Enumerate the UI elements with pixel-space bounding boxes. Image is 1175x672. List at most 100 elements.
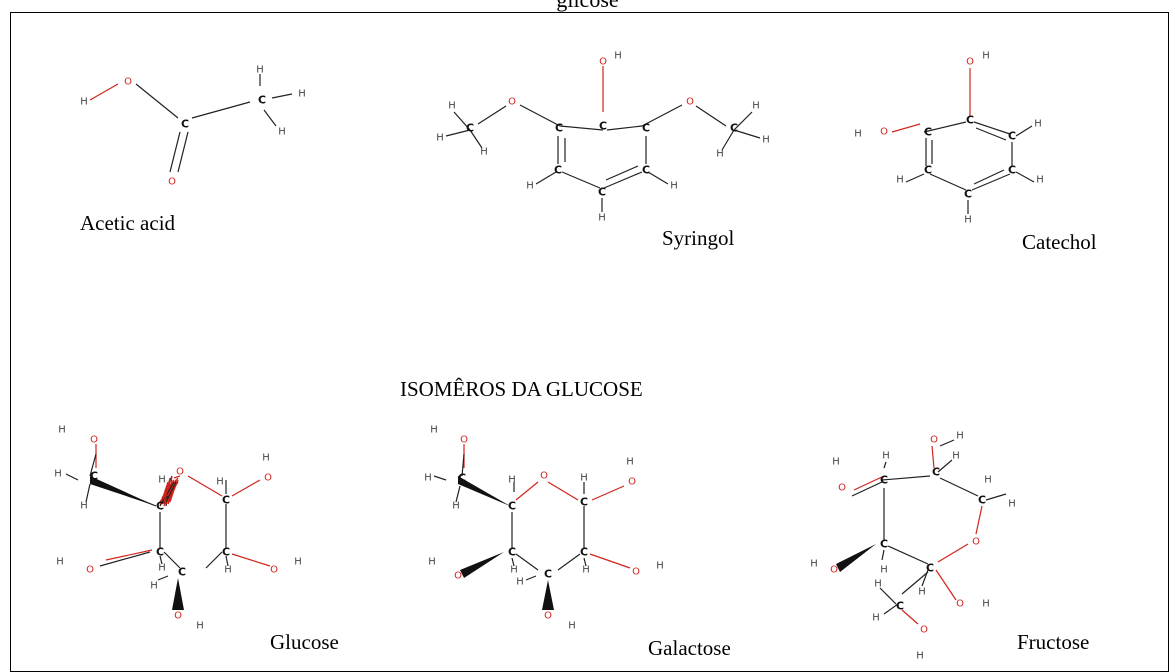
svg-text:H: H <box>568 621 576 632</box>
svg-text:C: C <box>181 118 189 131</box>
svg-text:C: C <box>924 126 932 139</box>
svg-text:H: H <box>614 51 622 62</box>
galactose-structure: H O H C H H C O C H O H C C C H H O H O … <box>424 425 664 632</box>
svg-text:H: H <box>294 557 302 568</box>
svg-text:H: H <box>428 557 436 568</box>
svg-text:H: H <box>598 213 606 224</box>
svg-text:H: H <box>580 473 588 484</box>
syringol-structure: H O C O O C C C C C C C H H H H H H H H … <box>436 51 770 224</box>
svg-text:H: H <box>80 97 88 108</box>
svg-text:H: H <box>1034 119 1042 130</box>
svg-text:C: C <box>222 546 230 559</box>
label-galactose: Galactose <box>648 636 731 660</box>
svg-text:C: C <box>880 474 888 487</box>
label-glucose: Glucose <box>270 630 339 654</box>
svg-text:H: H <box>224 565 232 576</box>
svg-text:H: H <box>952 451 960 462</box>
svg-text:H: H <box>1008 499 1016 510</box>
svg-text:H: H <box>762 135 770 146</box>
svg-text:C: C <box>90 470 98 483</box>
svg-text:H: H <box>510 565 518 576</box>
svg-text:O: O <box>508 97 516 108</box>
svg-text:C: C <box>966 114 974 127</box>
svg-text:O: O <box>168 177 176 188</box>
svg-text:O: O <box>124 77 132 88</box>
svg-text:H: H <box>752 101 760 112</box>
svg-text:H: H <box>810 559 818 570</box>
svg-text:H: H <box>854 129 862 140</box>
svg-text:H: H <box>196 621 204 632</box>
svg-text:O: O <box>540 471 548 482</box>
svg-text:C: C <box>964 188 972 201</box>
svg-text:C: C <box>580 546 588 559</box>
svg-text:H: H <box>964 215 972 226</box>
svg-text:C: C <box>978 494 986 507</box>
svg-text:O: O <box>838 483 846 494</box>
glucose-structure: H O H C H H C O C H O H C C C H H O H O … <box>54 425 302 632</box>
svg-text:H: H <box>58 425 66 436</box>
svg-text:H: H <box>150 581 158 592</box>
svg-text:O: O <box>956 599 964 610</box>
svg-text:H: H <box>516 577 524 588</box>
svg-text:O: O <box>454 571 462 582</box>
label-catechol: Catechol <box>1022 230 1097 254</box>
svg-text:H: H <box>424 473 432 484</box>
svg-text:O: O <box>544 611 552 622</box>
svg-text:H: H <box>508 475 516 486</box>
svg-text:C: C <box>258 94 266 107</box>
svg-text:H: H <box>158 563 166 574</box>
label-acetic-acid: Acetic acid <box>80 211 176 235</box>
svg-text:H: H <box>56 557 64 568</box>
svg-text:C: C <box>178 566 186 579</box>
svg-text:C: C <box>730 122 738 135</box>
svg-text:H: H <box>278 127 286 138</box>
svg-text:H: H <box>982 599 990 610</box>
svg-text:C: C <box>580 496 588 509</box>
svg-text:H: H <box>1036 175 1044 186</box>
svg-text:C: C <box>1008 164 1016 177</box>
svg-text:O: O <box>930 435 938 446</box>
svg-text:H: H <box>872 613 880 624</box>
svg-text:C: C <box>924 164 932 177</box>
svg-text:H: H <box>448 101 456 112</box>
catechol-structure: H O H O C C C C C C H H H H <box>854 51 1044 226</box>
svg-text:O: O <box>628 477 636 488</box>
svg-text:C: C <box>222 494 230 507</box>
svg-text:H: H <box>480 147 488 158</box>
label-syringol: Syringol <box>662 226 735 250</box>
svg-text:H: H <box>526 181 534 192</box>
svg-text:O: O <box>830 565 838 576</box>
svg-text:O: O <box>460 435 468 446</box>
svg-text:O: O <box>270 565 278 576</box>
section-title-isomers: ISOMÊROS DA GLUCOSE <box>400 377 643 401</box>
svg-text:H: H <box>670 181 678 192</box>
svg-text:H: H <box>896 175 904 186</box>
svg-text:O: O <box>966 57 974 68</box>
svg-text:H: H <box>452 501 460 512</box>
svg-text:O: O <box>599 57 607 68</box>
svg-text:H: H <box>54 469 62 480</box>
svg-text:H: H <box>80 501 88 512</box>
svg-text:H: H <box>626 457 634 468</box>
svg-text:H: H <box>298 89 306 100</box>
label-fructose: Fructose <box>1017 630 1090 654</box>
svg-text:H: H <box>216 477 224 488</box>
svg-text:H: H <box>262 453 270 464</box>
svg-text:H: H <box>436 133 444 144</box>
svg-text:H: H <box>582 565 590 576</box>
svg-text:H: H <box>982 51 990 62</box>
svg-text:O: O <box>632 567 640 578</box>
svg-text:C: C <box>508 500 516 513</box>
svg-text:H: H <box>832 457 840 468</box>
svg-text:H: H <box>956 431 964 442</box>
svg-text:O: O <box>90 435 98 446</box>
svg-text:C: C <box>458 472 466 485</box>
svg-text:O: O <box>176 467 184 478</box>
svg-text:O: O <box>86 565 94 576</box>
svg-text:C: C <box>599 120 607 133</box>
svg-text:C: C <box>932 466 940 479</box>
svg-text:O: O <box>264 473 272 484</box>
svg-text:C: C <box>598 186 606 199</box>
svg-text:C: C <box>642 122 650 135</box>
svg-text:O: O <box>174 611 182 622</box>
